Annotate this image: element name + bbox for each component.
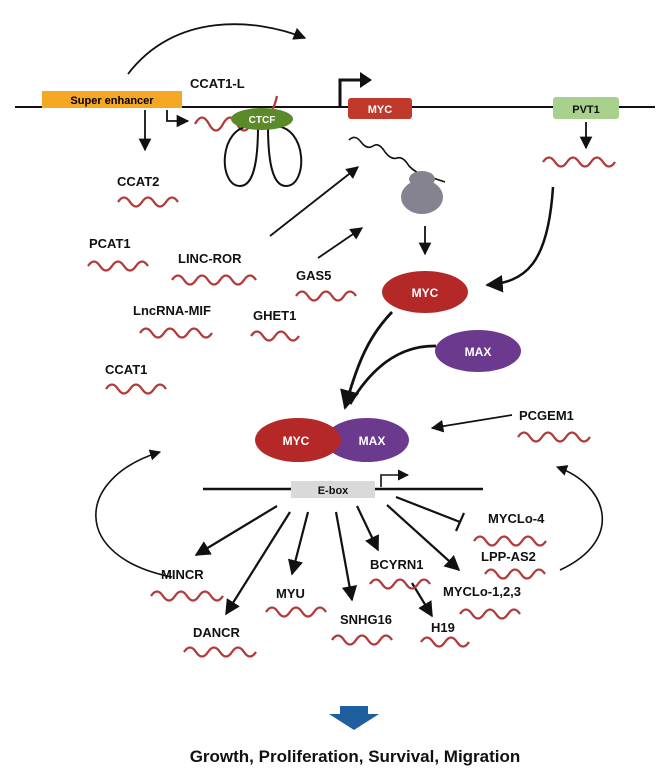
complex-max-oval bbox=[325, 418, 409, 462]
super-enhancer-box bbox=[42, 91, 182, 108]
enhancer-to-myc-arrow bbox=[127, 23, 307, 75]
linc-ror-rna-wave bbox=[171, 274, 257, 286]
pvt1-gene-box bbox=[553, 97, 619, 119]
dancr-rna-wave bbox=[183, 646, 257, 658]
linc-ror-arrow bbox=[269, 166, 359, 237]
ebox-box bbox=[291, 481, 375, 498]
complex-max-label: MAX bbox=[359, 434, 386, 448]
mincr-label: MINCR bbox=[161, 567, 204, 582]
ctcf-label: CTCF bbox=[249, 115, 276, 126]
snhg16-label: SNHG16 bbox=[340, 612, 392, 627]
ccat2-label: CCAT2 bbox=[117, 174, 159, 189]
dancr-label: DANCR bbox=[193, 625, 241, 640]
myc-protein-label: MYC bbox=[412, 286, 439, 300]
ccat1l-label: CCAT1-L bbox=[190, 76, 245, 91]
pcgem1-label: PCGEM1 bbox=[519, 408, 574, 423]
myc-protein-oval bbox=[382, 271, 468, 313]
ccat1-rna-wave bbox=[105, 383, 167, 395]
lncrna-mif-rna-wave bbox=[139, 327, 213, 339]
myc-gene-label: MYC bbox=[368, 104, 393, 116]
complex-myc-oval bbox=[255, 418, 341, 462]
chromatin-loop-right bbox=[267, 125, 303, 188]
bcyrn1-label: BCYRN1 bbox=[370, 557, 423, 572]
myclo4-rna-wave bbox=[473, 535, 547, 547]
pvt1-to-myc-arrow bbox=[485, 186, 555, 293]
myclo4-label: MYCLo-4 bbox=[488, 511, 545, 526]
pvt1-gene-label: PVT1 bbox=[572, 104, 600, 116]
pcat1-rna-wave bbox=[87, 260, 149, 272]
myu-label: MYU bbox=[276, 586, 305, 601]
h19-rna-wave bbox=[420, 636, 470, 648]
to-mincr-arrow bbox=[194, 505, 278, 556]
to-myclo123-arrow bbox=[386, 504, 461, 572]
h19-label: H19 bbox=[431, 620, 455, 635]
tss-arrowhead bbox=[360, 72, 372, 88]
right-feedback-arrow bbox=[555, 465, 603, 571]
to-myclo4-inhibition bbox=[395, 495, 461, 524]
to-myu-arrow bbox=[288, 511, 310, 576]
pvt1-rna-wave bbox=[542, 156, 616, 168]
myclo123-rna-wave bbox=[459, 608, 521, 620]
to-snhg16-arrow bbox=[334, 511, 358, 602]
lncrna-mif-label: LncRNA-MIF bbox=[133, 303, 211, 318]
lpp-as2-rna-wave bbox=[484, 568, 546, 580]
left-feedback-arrow bbox=[95, 449, 173, 578]
myu-rna-wave bbox=[265, 606, 327, 618]
ribosome-icon bbox=[401, 180, 443, 214]
max-protein-label: MAX bbox=[465, 345, 492, 359]
super-enhancer-label: Super enhancer bbox=[70, 95, 154, 107]
ghet1-label: GHET1 bbox=[253, 308, 296, 323]
ghet1-rna-wave bbox=[250, 330, 300, 342]
max-protein-oval bbox=[435, 330, 521, 372]
pcgem1-rna-wave bbox=[517, 431, 591, 443]
bcyrn1-rna-wave bbox=[369, 578, 431, 590]
to-dancr-arrow bbox=[225, 511, 291, 616]
myc-gene-box bbox=[348, 98, 412, 119]
myc-to-complex-arrow bbox=[340, 311, 394, 410]
myclo4-t-bar-inhibition-icon bbox=[454, 512, 466, 532]
outcome-text: Growth, Proliferation, Survival, Migrati… bbox=[190, 747, 521, 766]
snhg16-rna-wave bbox=[331, 634, 393, 646]
gas5-arrow bbox=[317, 227, 364, 259]
myclo123-label: MYCLo-1,2,3 bbox=[443, 584, 521, 599]
tss-bent-arrow-icon bbox=[338, 78, 362, 108]
pcat1-label: PCAT1 bbox=[89, 236, 131, 251]
mincr-rna-wave bbox=[150, 590, 224, 602]
enhancer-right-arrow bbox=[166, 110, 190, 128]
ebox-tss-arrow-icon bbox=[380, 469, 410, 487]
ebox-label: E-box bbox=[318, 485, 349, 497]
ctcf-oval bbox=[231, 108, 293, 130]
to-bcyrn1-arrow bbox=[356, 505, 379, 552]
max-to-complex-arrow bbox=[348, 344, 437, 405]
gas5-label: GAS5 bbox=[296, 268, 331, 283]
complex-myc-label: MYC bbox=[283, 434, 310, 448]
gas5-rna-wave bbox=[295, 290, 357, 302]
ccat2-rna-wave bbox=[117, 196, 179, 208]
chromatin-loop-left bbox=[223, 125, 259, 188]
down-arrow-icon bbox=[329, 706, 379, 730]
pcgem1-arrow bbox=[430, 414, 513, 433]
ccat1-label: CCAT1 bbox=[105, 362, 147, 377]
linc-ror-label: LINC-ROR bbox=[178, 251, 242, 266]
lpp-as2-label: LPP-AS2 bbox=[481, 549, 536, 564]
